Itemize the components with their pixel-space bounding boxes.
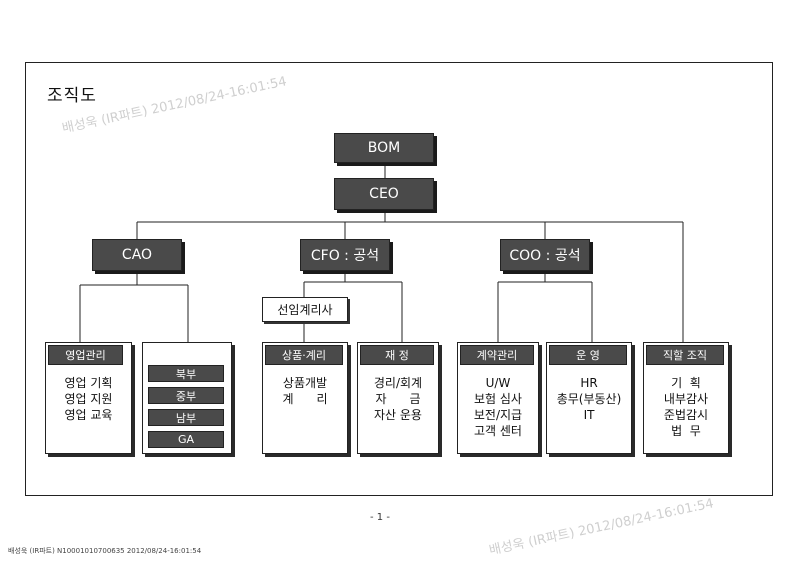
dept-contract-items: U/W 보험 심사 보전/지급 고객 센터 [473,376,523,438]
dept-finance-items: 경리/회계 자 금 자산 운용 [373,376,423,422]
page-title: 조직도 [47,86,97,106]
cfo-node: CFO : 공석 [300,239,390,271]
footer-text: 배성욱 (IR파트) N10001010700635 2012/08/24-16… [8,547,202,555]
cao-label: CAO [121,247,153,263]
dept-contract-title: 계약관리 [460,345,534,365]
dept-operation-items: HR 총무(부동산) IT [556,376,622,422]
dept-sales: 영업관리 영업 기획 영업 지원 영업 교육 [45,342,132,454]
dept-sales-items: 영업 기획 영업 지원 영업 교육 [64,376,113,422]
page-frame [25,62,773,496]
dept-sales-title: 영업관리 [48,345,123,365]
dept-regions: 북부 중부 남부 GA [142,342,232,454]
coo-label: COO : 공석 [509,248,581,264]
page-number: - 1 - [370,512,390,523]
dept-contract: 계약관리 U/W 보험 심사 보전/지급 고객 센터 [457,342,539,454]
region-south: 남부 [148,409,224,426]
bom-node: BOM [334,133,434,163]
dept-direct-title: 직할 조직 [646,345,724,365]
dept-product: 상품·계리 상품개발 계 리 [262,342,348,454]
dept-operation: 운 영 HR 총무(부동산) IT [546,342,632,454]
dept-direct-items: 기 획 내부감사 준법감시 법 무 [663,376,709,438]
actuary-node: 선임계리사 [262,297,348,322]
dept-finance: 재 정 경리/회계 자 금 자산 운용 [357,342,439,454]
region-central: 중부 [148,387,224,404]
actuary-label: 선임계리사 [277,303,333,317]
region-north: 북부 [148,365,224,382]
region-ga: GA [148,431,224,448]
dept-product-items: 상품개발 계 리 [282,376,328,406]
dept-finance-title: 재 정 [360,345,434,365]
ceo-node: CEO [334,178,434,210]
dept-direct: 직할 조직 기 획 내부감사 준법감시 법 무 [643,342,729,454]
bom-label: BOM [367,140,401,156]
dept-product-title: 상품·계리 [265,345,343,365]
ceo-label: CEO [369,186,399,202]
coo-node: COO : 공석 [500,239,590,271]
cfo-label: CFO : 공석 [310,248,380,264]
cao-node: CAO [92,239,182,271]
dept-operation-title: 운 영 [549,345,627,365]
